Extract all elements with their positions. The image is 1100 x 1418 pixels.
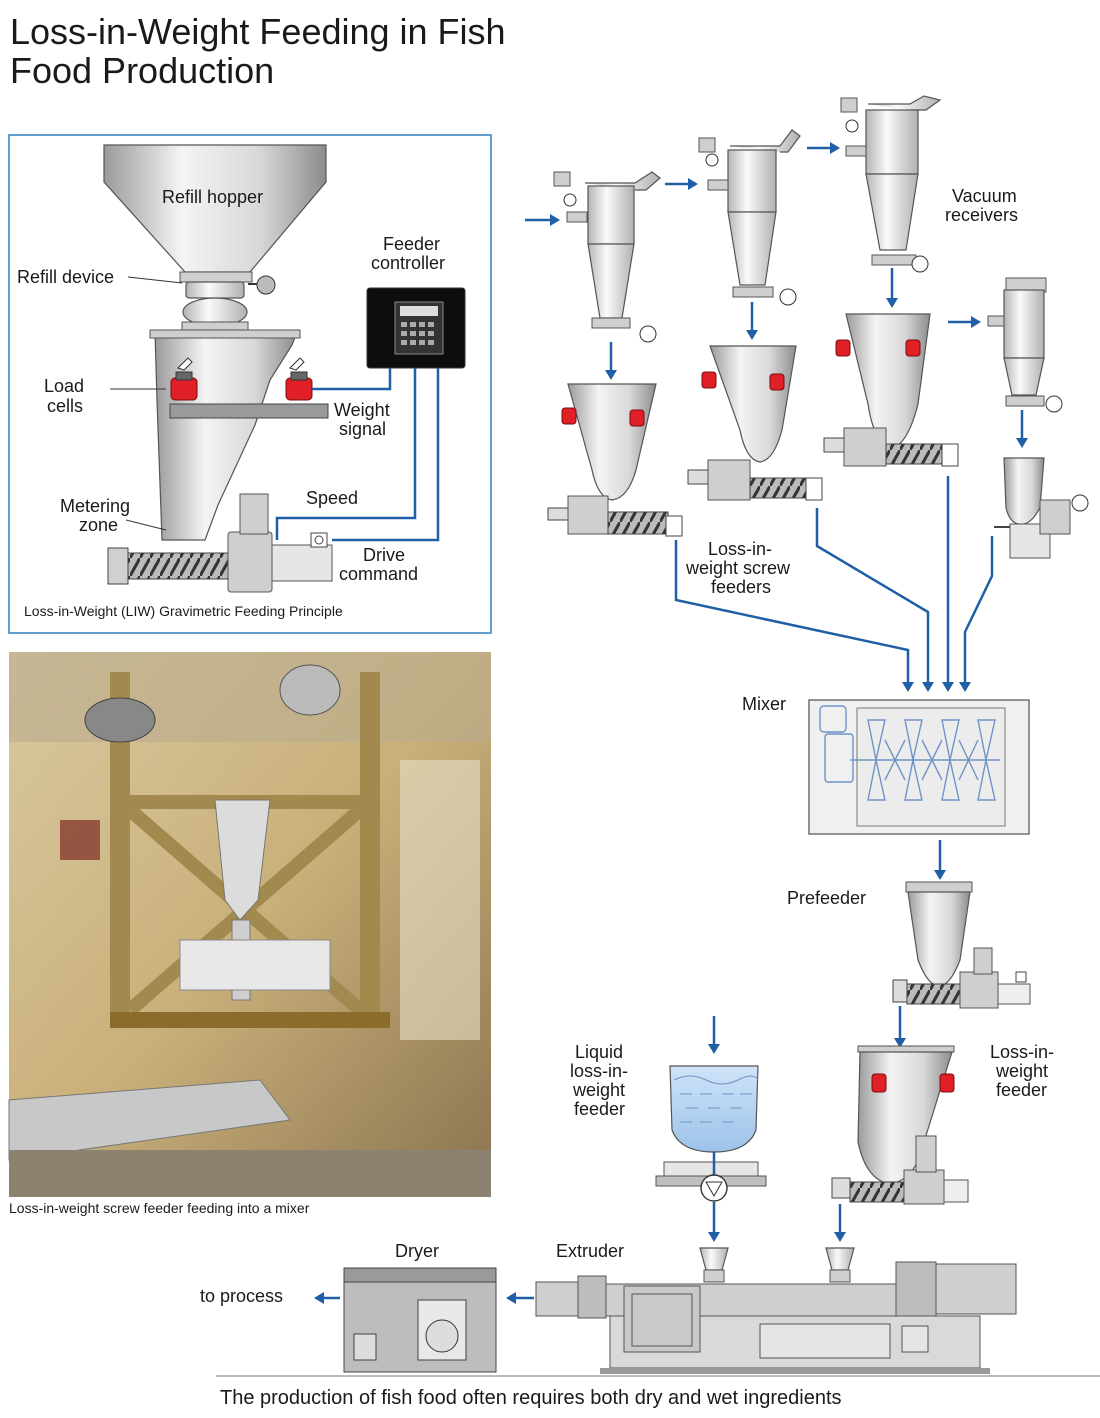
dryer-label: Dryer [395, 1241, 439, 1261]
dryer [343, 1267, 497, 1373]
extruder-label: Extruder [556, 1241, 624, 1261]
prefeeder [892, 881, 1031, 1009]
refill-device-label: Refill device [17, 267, 114, 287]
drop-arrows [605, 268, 1028, 448]
refill-hopper-label: Refill hopper [162, 187, 263, 207]
feeder-photo [8, 652, 491, 1197]
feeder-controller [366, 287, 466, 369]
principle-caption: Loss-in-Weight (LIW) Gravimetric Feeding… [24, 603, 343, 619]
drive-command-wire [332, 368, 440, 542]
refill-hopper [103, 144, 327, 283]
liquid-feeder [655, 1065, 767, 1202]
speed-wire [275, 368, 417, 540]
metering-screw [107, 547, 229, 585]
footer-caption: The production of fish food often requir… [220, 1387, 842, 1409]
feed-lines-to-mixer [674, 476, 994, 692]
mixer [808, 699, 1030, 835]
screw-feeder-1 [547, 383, 683, 537]
speed-label: Speed [306, 488, 358, 508]
vacuum-receiver-3 [840, 95, 942, 273]
extruder [535, 1247, 1017, 1374]
to-process-label: to process [200, 1286, 283, 1306]
screw-feeder-3 [823, 313, 959, 467]
refill-device [181, 275, 276, 331]
mixer-label: Mixer [742, 694, 786, 714]
conveying-arrows [525, 142, 981, 328]
load-cell-left [170, 357, 198, 401]
weight-signal-wire [312, 368, 392, 391]
vacuum-receiver-1 [553, 171, 661, 343]
page-title: Loss-in-Weight Feeding in Fish Food Prod… [10, 11, 506, 91]
vacuum-receiver-2 [698, 129, 801, 306]
load-cell-right [285, 357, 313, 401]
drive-motor [227, 493, 333, 593]
photo-caption: Loss-in-weight screw feeder feeding into… [9, 1200, 310, 1216]
liw-feeder [831, 1045, 969, 1205]
vacuum-receiver-4 [987, 277, 1063, 413]
screw-feeder-2 [687, 345, 823, 501]
screw-feeder-4 [994, 457, 1089, 559]
prefeeder-label: Prefeeder [787, 888, 866, 908]
weigh-beam [169, 403, 329, 419]
